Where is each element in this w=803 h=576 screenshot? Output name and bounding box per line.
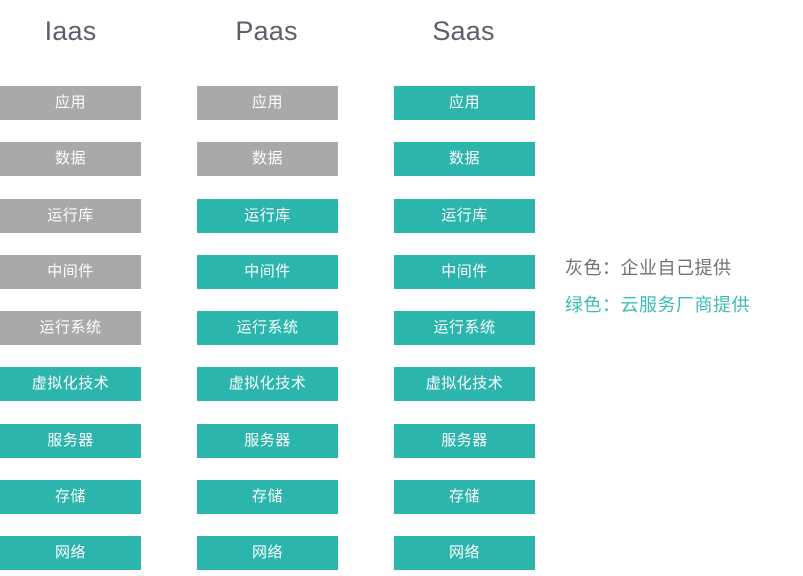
column-header-saas: Saas — [432, 16, 495, 46]
stack-cell[interactable]: 存储 — [197, 479, 338, 514]
legend-item-key: 绿色 — [565, 295, 602, 315]
stack-cell[interactable]: 网络 — [197, 536, 338, 570]
stack-cell[interactable]: 数据 — [394, 142, 535, 177]
legend-item-value: 企业自己提供 — [620, 258, 732, 278]
stack-cell[interactable]: 应用 — [197, 86, 338, 120]
stack-cell[interactable]: 网络 — [0, 536, 141, 570]
stack-cell[interactable]: 虚拟化技术 — [394, 367, 535, 402]
stack-cell[interactable]: 运行系统 — [394, 311, 535, 345]
legend-item: 灰色：企业自己提供 — [565, 250, 803, 287]
stack-cell[interactable]: 运行系统 — [0, 311, 141, 345]
stack-cell[interactable]: 服务器 — [0, 423, 141, 458]
legend-item: 绿色：云服务厂商提供 — [565, 287, 803, 324]
stack-cell[interactable]: 中间件 — [0, 254, 141, 289]
stack-cell[interactable]: 中间件 — [197, 254, 338, 289]
stack-cell[interactable]: 运行系统 — [197, 311, 338, 345]
stack-cell[interactable]: 服务器 — [394, 423, 535, 458]
legend-item-value: 云服务厂商提供 — [620, 295, 750, 315]
legend-item-separator: ： — [602, 258, 621, 278]
stack-cell[interactable]: 运行库 — [0, 198, 141, 233]
stack-cell[interactable]: 数据 — [197, 142, 338, 177]
stack-cell[interactable]: 应用 — [0, 86, 141, 120]
stack-cell[interactable]: 应用 — [394, 86, 535, 120]
legend-item-separator: ： — [602, 295, 621, 315]
stack-cell[interactable]: 网络 — [394, 536, 535, 570]
stack-cell[interactable]: 数据 — [0, 142, 141, 177]
column-header-paas: Paas — [235, 16, 298, 46]
column-header-iaas: Iaas — [44, 16, 97, 46]
stack-cell[interactable]: 存储 — [0, 479, 141, 514]
stack-cell[interactable]: 运行库 — [197, 198, 338, 233]
legend-item-key: 灰色 — [565, 258, 602, 278]
stack-cell[interactable]: 服务器 — [197, 423, 338, 458]
stack-cell[interactable]: 运行库 — [394, 198, 535, 233]
stack-cell[interactable]: 虚拟化技术 — [0, 367, 141, 402]
legend: 灰色：企业自己提供绿色：云服务厂商提供 — [565, 250, 803, 324]
stack-cell[interactable]: 存储 — [394, 479, 535, 514]
stack-cell[interactable]: 虚拟化技术 — [197, 367, 338, 402]
stack-cell[interactable]: 中间件 — [394, 254, 535, 289]
